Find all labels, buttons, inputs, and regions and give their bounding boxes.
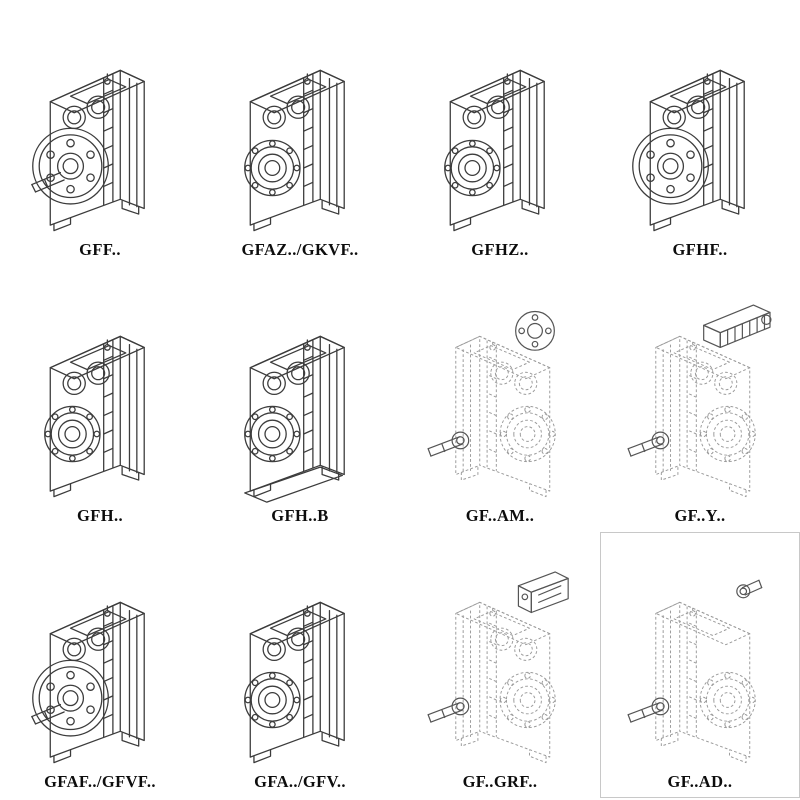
gearbox-phantom-flange-drawing: [427, 310, 556, 498]
gearbox-cell: GFH..: [0, 266, 200, 532]
model-label: GFHZ..: [471, 240, 529, 259]
gearbox-hollow-shaft-drawing: [444, 69, 545, 232]
model-label: GFF..: [79, 240, 121, 259]
gearbox-cell: GF..GRF..: [400, 532, 600, 798]
gearbox-flange-shaft-drawing: [31, 601, 145, 764]
gearbox-flange-hollow-drawing: [632, 69, 745, 232]
gearbox-cell: GF..Y..: [600, 266, 800, 532]
model-label: GF..GRF..: [462, 772, 538, 791]
gearbox-phantom-block-drawing: [427, 571, 569, 764]
gearbox-cell: GFAZ../GKVF..: [200, 0, 400, 266]
gearbox-cell: GFHZ..: [400, 0, 600, 266]
model-label: GF..AM..: [465, 506, 535, 525]
model-label: GFA../GFV..: [254, 772, 346, 791]
gearbox-hollow-shaft-drawing: [244, 601, 345, 764]
gearbox-cell: GFHF..: [600, 0, 800, 266]
gearbox-phantom-stub-drawing: [627, 579, 763, 764]
model-label: GFH..: [77, 506, 123, 525]
model-label: GFHF..: [672, 240, 728, 259]
model-label: GF..Y..: [674, 506, 726, 525]
gearbox-foot-mounted-drawing: [244, 335, 345, 503]
gearbox-cell: GFAF../GFVF..: [0, 532, 200, 798]
gearbox-flange-shaft-drawing: [31, 69, 145, 232]
gearbox-cell: GFA../GFV..: [200, 532, 400, 798]
gearbox-hollow-shaft-drawing: [244, 69, 345, 232]
model-label: GFH..B: [271, 506, 329, 525]
gearbox-cell: GF..AD..: [600, 532, 800, 798]
model-label: GFAZ../GKVF..: [241, 240, 359, 259]
gearbox-phantom-motor-drawing: [627, 304, 772, 498]
model-label: GFAF../GFVF..: [44, 772, 156, 791]
gearbox-cell: GF..AM..: [400, 266, 600, 532]
gearbox-hollow-shaft-drawing: [44, 335, 145, 498]
model-label: GF..AD..: [667, 772, 733, 791]
gearbox-cell: GFF..: [0, 0, 200, 266]
gearbox-cell: GFH..B: [200, 266, 400, 532]
